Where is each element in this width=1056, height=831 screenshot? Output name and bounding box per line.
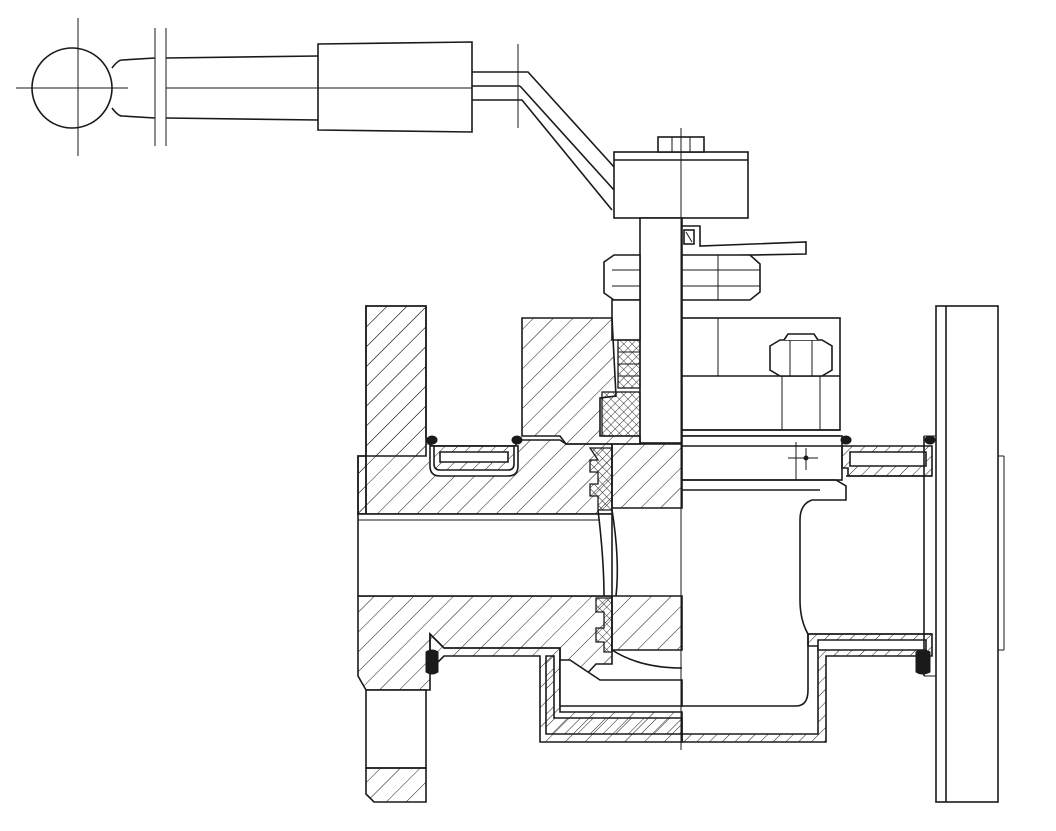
seal-ring: [426, 435, 438, 445]
bonnet-section-left: [521, 317, 641, 445]
body-right-view: [681, 305, 1005, 803]
ball-seat-section: [588, 443, 683, 669]
handle-arm: [515, 71, 616, 169]
gland-assembly: [601, 254, 761, 437]
handle-grip: [317, 41, 473, 133]
bonnet-right: [681, 317, 841, 437]
stop-plate: [682, 225, 807, 257]
handle-neck: [111, 57, 156, 119]
lever-handle: [16, 18, 616, 211]
gland-nut: [603, 254, 641, 301]
bonnet-bolt: [769, 339, 833, 377]
left-end-flange: [357, 305, 613, 803]
valve-stem: [639, 217, 683, 444]
